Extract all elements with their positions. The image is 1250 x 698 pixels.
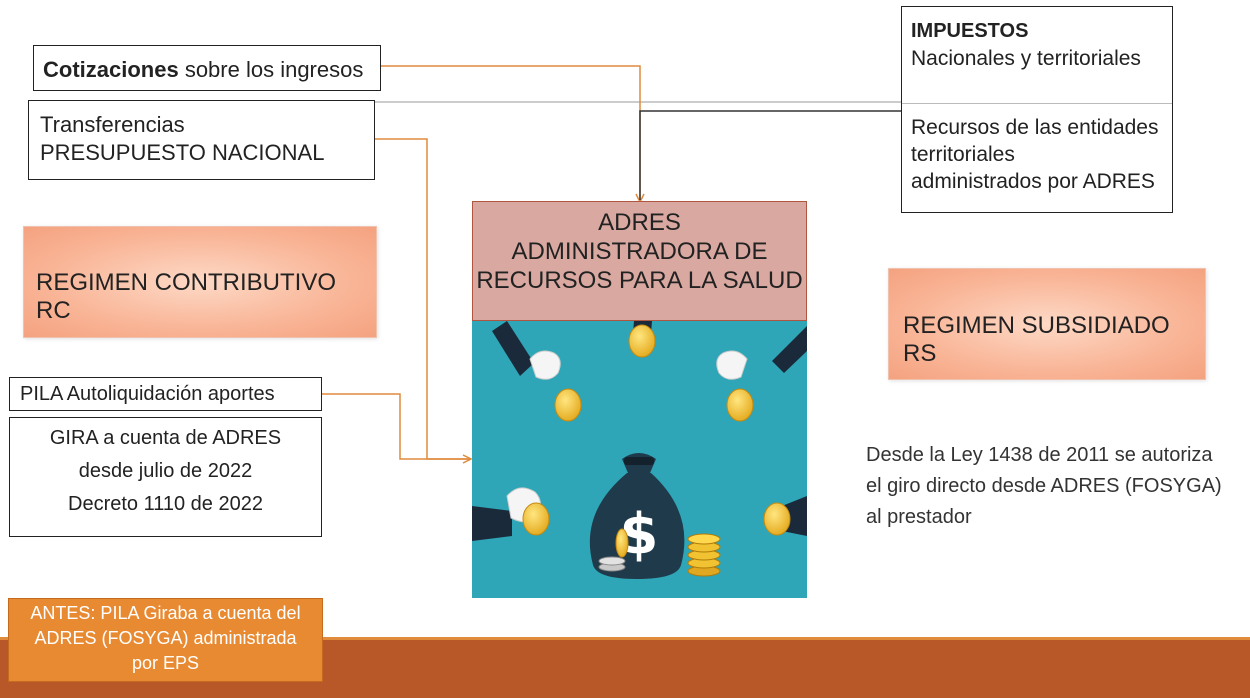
regimen-subsidiado-label: REGIMEN SUBSIDIADO RS — [903, 312, 1170, 367]
recursos-line2: territoriales — [911, 143, 1015, 166]
ley-1438-note: Desde la Ley 1438 de 2011 se autoriza el… — [866, 440, 1250, 533]
cotizaciones-box: Cotizaciones sobre los ingresos — [33, 45, 381, 91]
recursos-line1: Recursos de las entidades — [911, 116, 1159, 139]
pila-label: PILA Autoliquidación aportes — [20, 383, 275, 405]
regimen-contributivo-label: REGIMEN CONTRIBUTIVO RC — [36, 269, 337, 324]
money-bag-illustration: $ — [472, 321, 807, 598]
impuestos-arrow — [639, 110, 901, 200]
regimen-contributivo-box: REGIMEN CONTRIBUTIVO RC — [23, 226, 377, 338]
ley-line3: al prestador — [866, 506, 972, 528]
antes-line3: por EPS — [131, 653, 200, 673]
ley-line1: Desde la Ley 1438 de 2011 se autoriza — [866, 444, 1213, 466]
hand-coin-icon — [472, 487, 550, 541]
cotizaciones-bold: Cotizaciones — [43, 57, 179, 82]
money-bag-hands-coins-icon: $ — [472, 321, 807, 579]
adres-line1: ADRES — [598, 209, 681, 236]
impuestos-subtitle: Nacionales y territoriales — [911, 47, 1141, 70]
pila-box: PILA Autoliquidación aportes — [9, 377, 322, 411]
hand-coin-icon — [716, 326, 807, 422]
coin-stack-icon — [687, 533, 721, 577]
ley-line2: el giro directo desde ADRES (FOSYGA) — [866, 475, 1222, 497]
transferencias-line2: PRESUPUESTO NACIONAL — [40, 140, 325, 165]
gira-line1: GIRA a cuenta de ADRES — [49, 427, 282, 449]
impuestos-title: IMPUESTOS — [911, 20, 1029, 42]
gira-line2: desde julio de 2022 — [78, 460, 253, 482]
impuestos-divider — [902, 103, 1172, 104]
transferencias-line1: Transferencias — [40, 112, 185, 137]
adres-line3: RECURSOS PARA LA SALUD — [476, 267, 803, 294]
regimen-subsidiado-box: REGIMEN SUBSIDIADO RS — [888, 268, 1206, 380]
antes-note-box: ANTES: PILA Giraba a cuenta del ADRES (F… — [8, 598, 323, 682]
gira-box: GIRA a cuenta de ADRES desde julio de 20… — [9, 417, 322, 537]
transferencias-arrow — [375, 138, 470, 459]
antes-line1: ANTES: PILA Giraba a cuenta del — [30, 603, 301, 623]
cotizaciones-arrow — [381, 65, 640, 201]
impuestos-box: IMPUESTOS Nacionales y territoriales Rec… — [901, 6, 1173, 213]
hand-coin-icon — [492, 321, 582, 422]
footer-accent-line — [0, 637, 1250, 640]
gira-line3: Decreto 1110 de 2022 — [68, 493, 263, 515]
transferencias-box: Transferencias PRESUPUESTO NACIONAL — [28, 100, 375, 180]
adres-box: ADRES ADMINISTRADORA DE RECURSOS PARA LA… — [472, 201, 807, 321]
cotizaciones-rest: sobre los ingresos — [178, 57, 364, 82]
antes-line2: ADRES (FOSYGA) administrada — [34, 628, 297, 648]
hand-coin-icon — [628, 321, 656, 358]
pila-arrow — [322, 393, 470, 460]
hand-coin-icon — [763, 496, 807, 536]
coin-stack-icon — [598, 528, 629, 572]
adres-line2: ADMINISTRADORA DE — [511, 238, 768, 265]
impuestos-recursos: Recursos de las entidades territoriales … — [911, 114, 1158, 195]
money-bag-icon: $ — [589, 453, 685, 579]
recursos-line3: administrados por ADRES — [911, 170, 1155, 193]
